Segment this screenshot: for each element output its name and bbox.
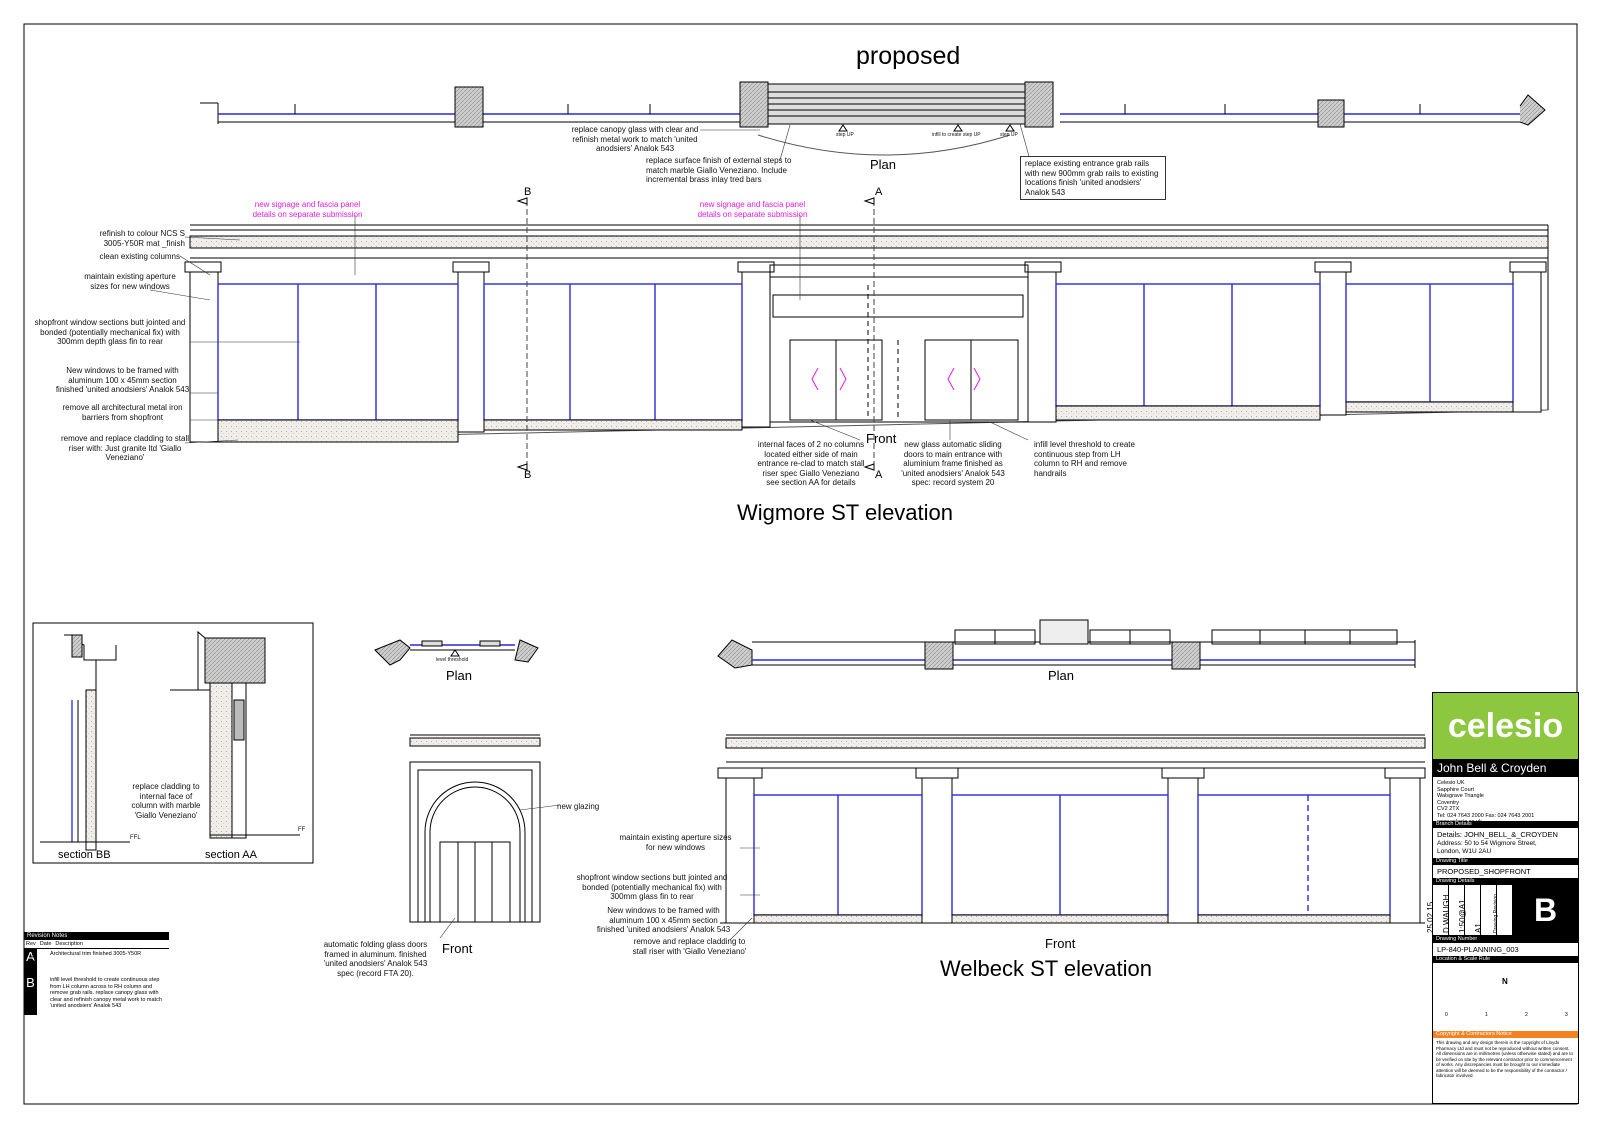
- drawing-number: LP-840-PLANNING_003: [1437, 945, 1519, 954]
- welbeck-title: Welbeck ST elevation: [940, 956, 1152, 981]
- location-scale-header: Location & Scale Rule: [1433, 956, 1578, 963]
- note-welbeck-cladding: remove and replace cladding to stall ris…: [632, 937, 747, 956]
- revision-notes-header: Revision Notes: [24, 932, 169, 940]
- branch-details-header: Branch Details: [1433, 821, 1578, 828]
- drawing-number-header: Drawing Number: [1433, 936, 1578, 943]
- section-b-marker-bottom: B: [524, 469, 532, 481]
- note-infill-threshold: infill level threshold to create continu…: [1034, 440, 1135, 478]
- revision-row: A 09.03.15 Architectural trim finished 3…: [24, 949, 169, 975]
- note-remove-cladding: remove and replace cladding to stall ris…: [60, 434, 190, 462]
- revision-description: infill level threshold to create continu…: [50, 977, 162, 1009]
- step-up-label-3: step UP: [1000, 132, 1018, 138]
- col-desc: Description: [55, 941, 83, 947]
- scale-cell: 1:50@A1: [1458, 885, 1481, 935]
- top-plan-label: Plan: [870, 157, 897, 172]
- scale-tick: 3: [1565, 1012, 1568, 1018]
- sheet-border: [23, 23, 1578, 1105]
- section-a-marker-bottom: A: [875, 469, 883, 481]
- note-new-windows: New windows to be framed with aluminum 1…: [55, 366, 190, 394]
- drawing-title-header: Drawing Title: [1433, 858, 1578, 865]
- company-address: Celesio UK Sapphire Court Walsgrave Tria…: [1437, 780, 1535, 825]
- note-welbeck-shopfront: shopfront window sections butt jointed a…: [576, 873, 728, 901]
- note-remove-barriers: remove all architectural metal iron barr…: [62, 403, 183, 422]
- branch-details: Details: JOHN_BELL_&_CROYDEN Address: 50…: [1437, 830, 1558, 855]
- designer-cell: D.WAUGH: [1442, 885, 1465, 935]
- welbeck-plan: [717, 619, 1416, 670]
- note-shopfront-sections: shopfront window sections butt jointed a…: [34, 318, 186, 346]
- drawing-revision-cell: Drawing Revision: [1493, 885, 1513, 935]
- copyright-text: This drawing and any design therein is t…: [1436, 1040, 1574, 1078]
- note-clean-columns: clean existing columns: [99, 252, 180, 261]
- revision-row: B 31.07.15 infill level threshold to cre…: [24, 975, 169, 1015]
- revision-notes-table: Revision Notes Rev Date Description A 09…: [24, 932, 169, 1015]
- note-welbeck-new-windows: New windows to be framed with aluminum 1…: [596, 906, 731, 934]
- firm-name: John Bell & Croyden: [1433, 759, 1578, 777]
- section-b-marker-top: B: [524, 186, 532, 198]
- copyright-header: Copyright & Contractors Notice: [1433, 1031, 1578, 1038]
- note-welbeck-maintain: maintain existing aperture sizes for new…: [619, 833, 732, 852]
- drawing-details: 25.02.15 D.WAUGH 1:50@A1 A1 Drawing Revi…: [1426, 885, 1578, 936]
- revision-description: Architectural trim finished 3005-Y50R: [50, 951, 142, 957]
- small-entrance: [374, 639, 561, 939]
- section-a-marker-top: A: [875, 186, 883, 198]
- level-threshold-label: level threshold: [436, 657, 469, 663]
- ff-label: FF: [298, 827, 306, 833]
- revision-badge: B: [1513, 885, 1578, 935]
- col-date: Date: [39, 941, 52, 947]
- welbeck-front-label: Front: [1045, 936, 1076, 951]
- note-sliding-doors: new glass automatic sliding doors to mai…: [901, 440, 1005, 487]
- revision-date: 09.03.15: [32, 952, 38, 972]
- note-canopy: replace canopy glass with clear and refi…: [571, 125, 699, 153]
- drawing-details-header: Drawing Details: [1433, 878, 1578, 885]
- section-bb-label: section BB: [58, 849, 111, 861]
- welbeck-plan-label: Plan: [1048, 668, 1075, 683]
- revision-letter: B: [24, 975, 37, 1015]
- revision-letter: A: [24, 949, 37, 975]
- note-maintain-apertures: maintain existing aperture sizes for new…: [84, 272, 176, 291]
- revision-date: 31.07.15: [32, 992, 38, 1012]
- scale-tick: 1: [1485, 1012, 1488, 1018]
- wigmore-front-label: Front: [866, 431, 897, 446]
- note-signage-right: new signage and fascia panel details on …: [697, 200, 808, 219]
- revision-notes-columns: Rev Date Description: [24, 940, 169, 949]
- wigmore-elevation: [149, 123, 1549, 471]
- step-up-label-2: infill to create step UP: [932, 132, 981, 138]
- wigmore-title: Wigmore ST elevation: [737, 500, 954, 525]
- small-plan-label: Plan: [446, 668, 473, 683]
- top-plan: [200, 81, 1546, 156]
- date-cell: 25.02.15: [1426, 885, 1449, 935]
- drawing-title: PROPOSED_SHOPFRONT: [1437, 867, 1531, 876]
- note-steps: replace surface finish of external steps…: [646, 156, 792, 184]
- note-new-glazing: new glazing: [557, 802, 600, 811]
- section-aa-label: section AA: [205, 849, 257, 861]
- ffl-label: FFL: [130, 835, 141, 841]
- scale-tick: 2: [1525, 1012, 1528, 1018]
- step-up-label-1: step UP: [836, 132, 854, 138]
- note-folding-doors: automatic folding glass doors framed in …: [323, 940, 428, 978]
- note-refinish: refinish to colour NCS S 3005-Y50R mat _…: [99, 229, 185, 248]
- note-signage-left: new signage and fascia panel details on …: [252, 200, 363, 219]
- note-grab-rails: replace existing entrance grab rails wit…: [1020, 156, 1166, 200]
- location-scale-area: N 0 1 2 3: [1433, 963, 1578, 1031]
- section-details: [32, 622, 314, 864]
- small-front-label: Front: [442, 941, 473, 956]
- note-internal-faces: internal faces of 2 no columns located e…: [757, 440, 865, 487]
- paper-size-cell: A1: [1474, 885, 1497, 935]
- north-arrow-icon: N: [1502, 977, 1508, 986]
- note-replace-cladding-internal: replace cladding to internal face of col…: [131, 782, 201, 820]
- col-rev: Rev: [26, 941, 36, 947]
- welbeck-elevation: [717, 734, 1426, 941]
- celesio-logo: celesio: [1433, 693, 1578, 759]
- title-block: celesio John Bell & Croyden Celesio UK S…: [1426, 692, 1579, 1104]
- proposed-title: proposed: [856, 42, 961, 70]
- scale-tick: 0: [1445, 1012, 1448, 1018]
